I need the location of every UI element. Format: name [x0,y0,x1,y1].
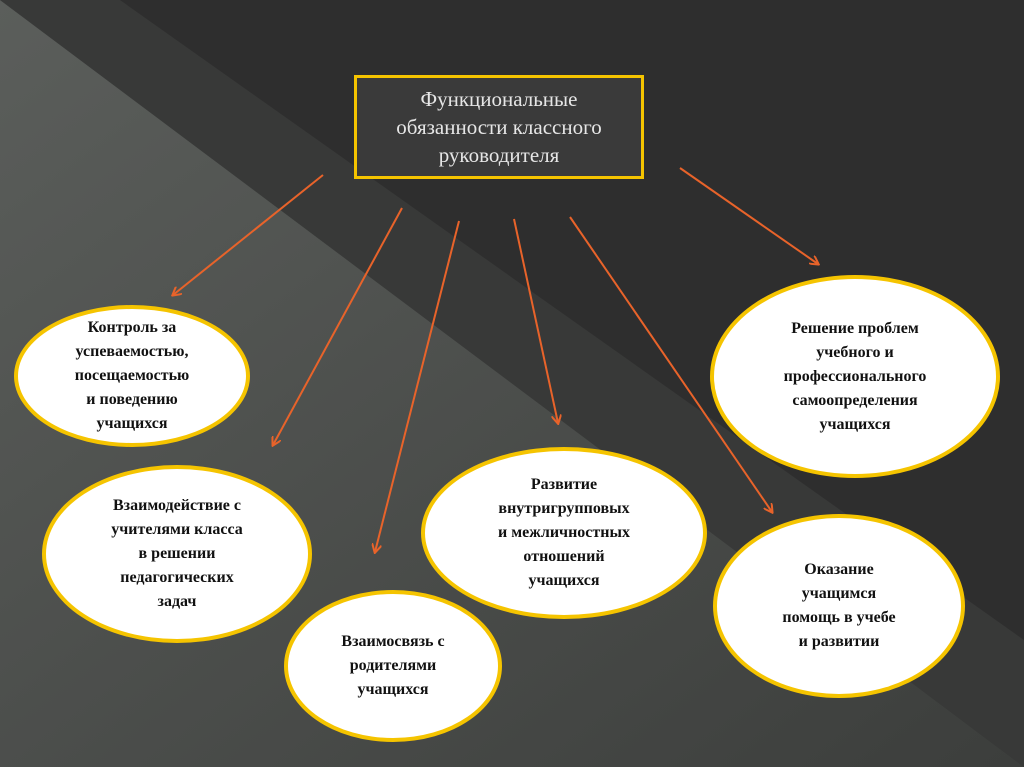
diagram-title: Функциональные обязанности классного рук… [396,87,602,167]
arrow-to-interaction [273,207,403,445]
diagram-title-box: Функциональные обязанности классного рук… [354,75,644,179]
node-relations: Развитие внутригрупповых и межличностных… [421,447,707,619]
arrow-to-career [679,167,818,264]
node-help-label: Оказание учащимся помощь в учебе и разви… [782,561,896,650]
node-parents: Взаимосвязь с родителями учащихся [284,590,502,742]
node-career: Решение проблем учебного и профессиональ… [710,275,1000,478]
arrow-to-parents [375,220,460,552]
arrow-to-relations [513,218,558,423]
arrow-to-help [569,216,772,512]
node-control-label: Контроль за успеваемостью, посещаемостью… [74,319,190,432]
node-interaction-label: Взаимодействие с учителями класса в реше… [111,497,243,610]
arrow-to-control [173,174,324,295]
node-parents-label: Взаимосвязь с родителями учащихся [341,633,445,698]
node-career-label: Решение проблем учебного и профессиональ… [783,319,927,433]
node-relations-label: Развитие внутригрупповых и межличностных… [498,476,630,589]
node-control: Контроль за успеваемостью, посещаемостью… [14,305,250,447]
node-help: Оказание учащимся помощь в учебе и разви… [713,514,965,698]
node-interaction: Взаимодействие с учителями класса в реше… [42,465,312,643]
